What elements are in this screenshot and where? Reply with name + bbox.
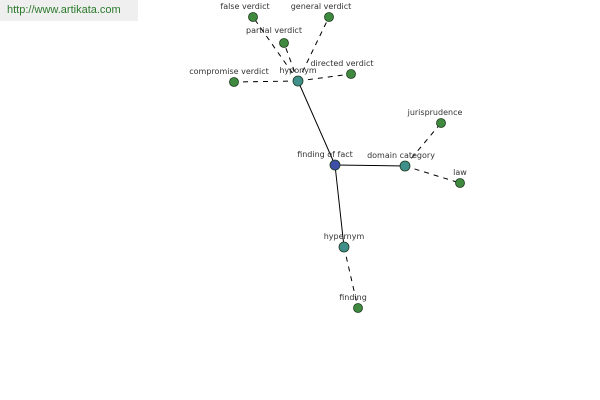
edge-hyponym-to-false-verdict [252, 16, 299, 82]
node-jurisprudence[interactable] [436, 118, 446, 128]
node-false-verdict[interactable] [248, 12, 258, 22]
label-finding-of-fact: finding of fact [297, 150, 353, 159]
label-compromise-verdict: compromise verdict [189, 67, 268, 76]
node-law[interactable] [455, 178, 465, 188]
watermark-url[interactable]: http://www.artikata.com [7, 4, 121, 16]
label-false-verdict: false verdict [220, 2, 269, 11]
edge-hyponym-to-partial-verdict [283, 42, 299, 82]
graph-labels: finding of fact hyponym domain category hyp… [189, 2, 467, 302]
label-hypernym: hypernym [324, 232, 365, 241]
graph-edges [233, 16, 461, 309]
node-general-verdict[interactable] [324, 12, 334, 22]
label-domain-category: domain category [367, 151, 435, 160]
edge-hypernym-to-finding [343, 246, 359, 309]
node-finding-of-fact[interactable] [329, 159, 341, 171]
edge-finding-of-fact-to-hypernym [334, 164, 345, 248]
label-partial-verdict: partial verdict [246, 26, 302, 35]
node-domain-category[interactable] [399, 160, 411, 172]
graph-nodes [229, 12, 465, 313]
node-partial-verdict[interactable] [279, 38, 289, 48]
edge-hyponym-to-compromise-verdict [233, 80, 299, 83]
label-law: law [453, 168, 467, 177]
label-finding: finding [339, 293, 367, 302]
node-finding[interactable] [353, 303, 363, 313]
node-directed-verdict[interactable] [346, 69, 356, 79]
edge-domain-category-to-law [404, 165, 461, 184]
edge-hyponym-to-general-verdict [297, 16, 330, 82]
label-directed-verdict: directed verdict [310, 59, 373, 68]
label-jurisprudence: jurisprudence [407, 108, 463, 117]
label-hyponym: hyponym [279, 66, 317, 75]
edge-finding-of-fact-to-domain-category [334, 164, 406, 167]
label-general-verdict: general verdict [291, 2, 352, 11]
edge-hyponym-to-directed-verdict [297, 73, 352, 82]
node-hyponym[interactable] [292, 75, 304, 87]
edge-finding-of-fact-to-hyponym [297, 80, 336, 166]
node-compromise-verdict[interactable] [229, 77, 239, 87]
watermark-banner: http://www.artikata.com [0, 0, 138, 21]
node-hypernym[interactable] [338, 241, 350, 253]
